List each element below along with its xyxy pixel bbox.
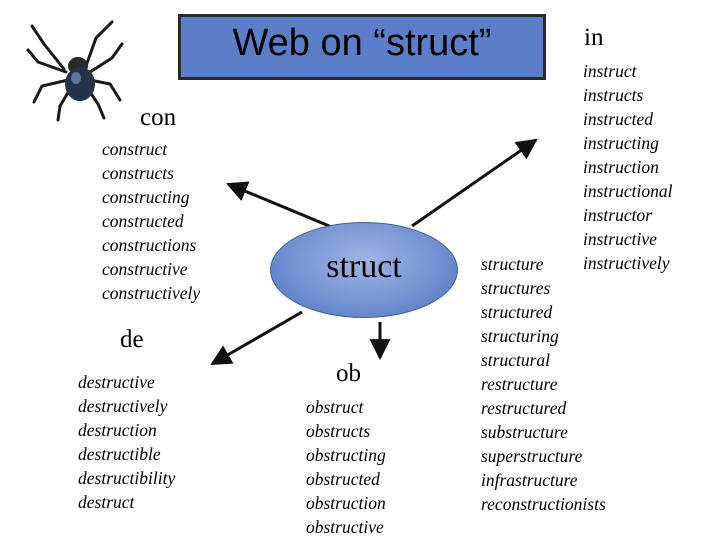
list-item: constructing [102, 187, 190, 207]
list-item: constructively [102, 283, 201, 303]
list-item: obstruction [306, 493, 386, 513]
list-item: constructs [102, 163, 174, 183]
list-item: structures [481, 278, 551, 298]
list-item: obstructs [306, 421, 371, 441]
arrow-to-de [210, 310, 303, 366]
list-item: destructibility [78, 468, 176, 488]
center-label: struct [326, 248, 402, 285]
list-item: constructions [102, 235, 197, 255]
list-item: destructible [78, 444, 161, 464]
list-item: instructs [583, 85, 644, 105]
prefix-de-label: de [120, 326, 144, 353]
list-item: destruction [78, 420, 157, 440]
list-item: constructive [102, 259, 188, 279]
center-node: struct [270, 222, 458, 318]
list-item: instructively [583, 253, 670, 273]
list-item: construct [102, 139, 168, 159]
list-item: instructing [583, 133, 659, 153]
list-item: infrastructure [481, 470, 578, 490]
list-item: instruct [583, 61, 637, 81]
list-item: constructed [102, 211, 184, 231]
arrow-to-con [226, 181, 335, 230]
list-item: reconstructionists [481, 494, 606, 514]
list-item: structural [481, 350, 551, 370]
list-item: destructive [78, 372, 155, 392]
de-word-list: destructive destructively destruction de… [78, 370, 175, 514]
spider-icon [26, 20, 124, 122]
in-word-list: instruct instructs instructed instructin… [583, 59, 672, 275]
list-item: structure [481, 254, 544, 274]
struct-word-list: structure structures structured structur… [481, 252, 606, 516]
list-item: obstructed [306, 469, 380, 489]
list-item: instruction [583, 157, 659, 177]
prefix-con-label: con [140, 104, 177, 131]
list-item: structuring [481, 326, 559, 346]
list-item: obstructing [306, 445, 386, 465]
prefix-ob-label: ob [336, 360, 361, 387]
list-item: obstructive [306, 517, 384, 537]
list-item: instructed [583, 109, 653, 129]
list-item: destruct [78, 492, 135, 512]
list-item: superstructure [481, 446, 583, 466]
list-item: restructured [481, 398, 567, 418]
list-item: destructively [78, 396, 168, 416]
prefix-in-label: in [584, 24, 604, 51]
title-box: Web on “struct” [178, 14, 546, 80]
ob-word-list: obstruct obstructs obstructing obstructe… [306, 395, 386, 539]
list-item: substructure [481, 422, 568, 442]
page-title: Web on “struct” [232, 21, 492, 64]
list-item: instructor [583, 205, 653, 225]
list-item: restructure [481, 374, 558, 394]
con-word-list: construct constructs constructing constr… [102, 137, 200, 305]
arrow-to-in [411, 138, 538, 228]
list-item: structured [481, 302, 553, 322]
list-item: obstruct [306, 397, 364, 417]
list-item: instructional [583, 181, 673, 201]
list-item: instructive [583, 229, 657, 249]
